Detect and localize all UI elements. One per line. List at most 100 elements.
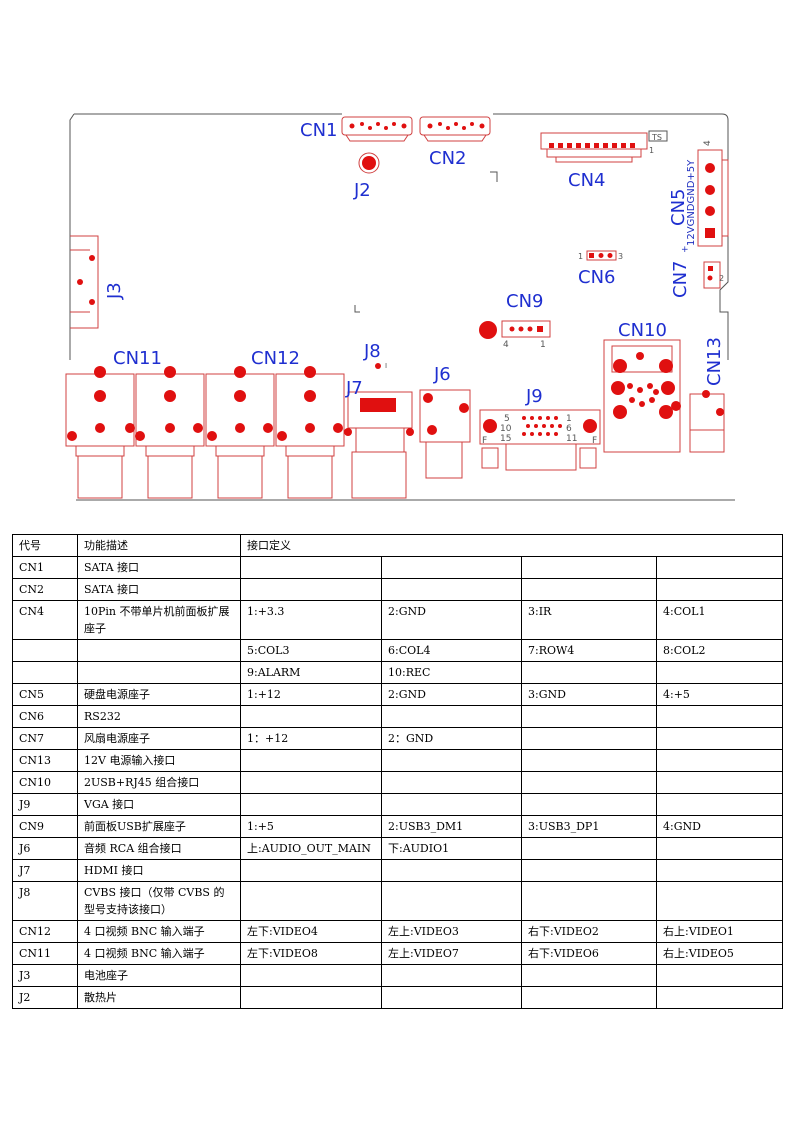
row-pin-cell: 3:GND (521, 683, 657, 706)
cn5-plus: + (681, 245, 689, 255)
j9-f-right: F (592, 436, 597, 446)
row-function: SATA 接口 (77, 578, 241, 601)
row-pin-cell: 1:+12 (240, 683, 382, 706)
row-function: 10Pin 不带单片机前面板扩展座子 (77, 600, 241, 640)
row-code: J3 (12, 964, 78, 987)
cn7-connector (703, 261, 721, 289)
row-pin-cell: 右上:VIDEO5 (656, 942, 783, 965)
row-pin-cell (240, 881, 382, 921)
row-pin-cell: 4:COL1 (656, 600, 783, 640)
row-pin-cell: 7:ROW4 (521, 639, 657, 662)
row-pin-cell (240, 964, 382, 987)
row-pin-cell (240, 556, 382, 579)
table-header-row: 代号 功能描述 接口定义 (12, 534, 783, 557)
row-function: 2USB+RJ45 组合接口 (77, 771, 241, 794)
row-pin-cell (521, 986, 657, 1009)
j2-heatsink (358, 152, 380, 174)
row-pin-cell: 4:+5 (656, 683, 783, 706)
row-pin-cell: 8:COL2 (656, 639, 783, 662)
row-pin-cell: 上:AUDIO_OUT_MAIN (240, 837, 382, 860)
cn4-pin1: 1 (649, 146, 654, 155)
row-function: VGA 接口 (77, 793, 241, 816)
row-pin-cell: 2:GND (381, 600, 522, 640)
row-code: CN5 (12, 683, 78, 706)
label-cn12: CN12 (251, 348, 300, 369)
header-definition: 接口定义 (240, 534, 783, 557)
cn5-pin4: 4 (703, 140, 713, 146)
label-j2: J2 (353, 180, 371, 201)
board-outline (69, 113, 735, 501)
row-function: 12V 电源输入接口 (77, 749, 241, 772)
ts-mark: TS (651, 133, 662, 142)
row-pin-cell (521, 859, 657, 882)
row-pin-cell: 2：GND (381, 727, 522, 750)
header-code: 代号 (12, 534, 78, 557)
row-pin-cell (521, 749, 657, 772)
j6-audio (419, 389, 471, 479)
row-code: J2 (12, 986, 78, 1009)
cn7-pin2: 2 (719, 274, 724, 283)
row-pin-cell (656, 964, 783, 987)
row-pin-cell (381, 556, 522, 579)
label-j9: J9 (525, 386, 543, 407)
row-function: 散热片 (77, 986, 241, 1009)
cn9-connector (479, 320, 551, 339)
row-pin-cell (381, 793, 522, 816)
row-pin-cell (656, 793, 783, 816)
row-function: 音频 RCA 组合接口 (77, 837, 241, 860)
row-function: 电池座子 (77, 964, 241, 987)
row-pin-cell (521, 578, 657, 601)
label-j8: J8 (363, 341, 381, 362)
row-pin-cell: 左下:VIDEO8 (240, 942, 382, 965)
row-pin-cell: 2:GND (381, 683, 522, 706)
label-j3: J3 (104, 282, 125, 300)
row-pin-cell (656, 556, 783, 579)
label-cn4: CN4 (568, 170, 606, 191)
row-pin-cell (656, 578, 783, 601)
row-code (12, 639, 78, 662)
header-function: 功能描述 (77, 534, 241, 557)
row-pin-cell (656, 881, 783, 921)
row-pin-cell (381, 964, 522, 987)
row-pin-cell (521, 771, 657, 794)
row-pin-cell: 下:AUDIO1 (381, 837, 522, 860)
j9-pin15: 15 (500, 434, 511, 444)
row-pin-cell (381, 986, 522, 1009)
row-pin-cell: 1：+12 (240, 727, 382, 750)
cn6-pin3: 3 (618, 252, 623, 261)
row-function: 前面板USB扩展座子 (77, 815, 241, 838)
row-code: J6 (12, 837, 78, 860)
j9-pin10: 10 (500, 424, 512, 434)
row-pin-cell: 1:+5 (240, 815, 382, 838)
j3-battery (70, 235, 99, 329)
row-pin-cell (240, 705, 382, 728)
row-function: SATA 接口 (77, 556, 241, 579)
row-code: CN6 (12, 705, 78, 728)
row-pin-cell: 右下:VIDEO6 (521, 942, 657, 965)
row-code: J7 (12, 859, 78, 882)
j9-vga (479, 409, 601, 471)
row-function: 风扇电源座子 (77, 727, 241, 750)
row-function: 硬盘电源座子 (77, 683, 241, 706)
j9-pin11: 11 (566, 434, 577, 444)
row-code: J9 (12, 793, 78, 816)
label-cn11: CN11 (113, 348, 162, 369)
row-pin-cell (521, 881, 657, 921)
cn4-connector (540, 132, 648, 163)
row-code: CN7 (12, 727, 78, 750)
row-pin-cell (381, 771, 522, 794)
row-code: CN10 (12, 771, 78, 794)
row-pin-cell: 右下:VIDEO2 (521, 920, 657, 943)
row-pin-cell (521, 727, 657, 750)
cn10-usb-rj45 (603, 339, 681, 453)
